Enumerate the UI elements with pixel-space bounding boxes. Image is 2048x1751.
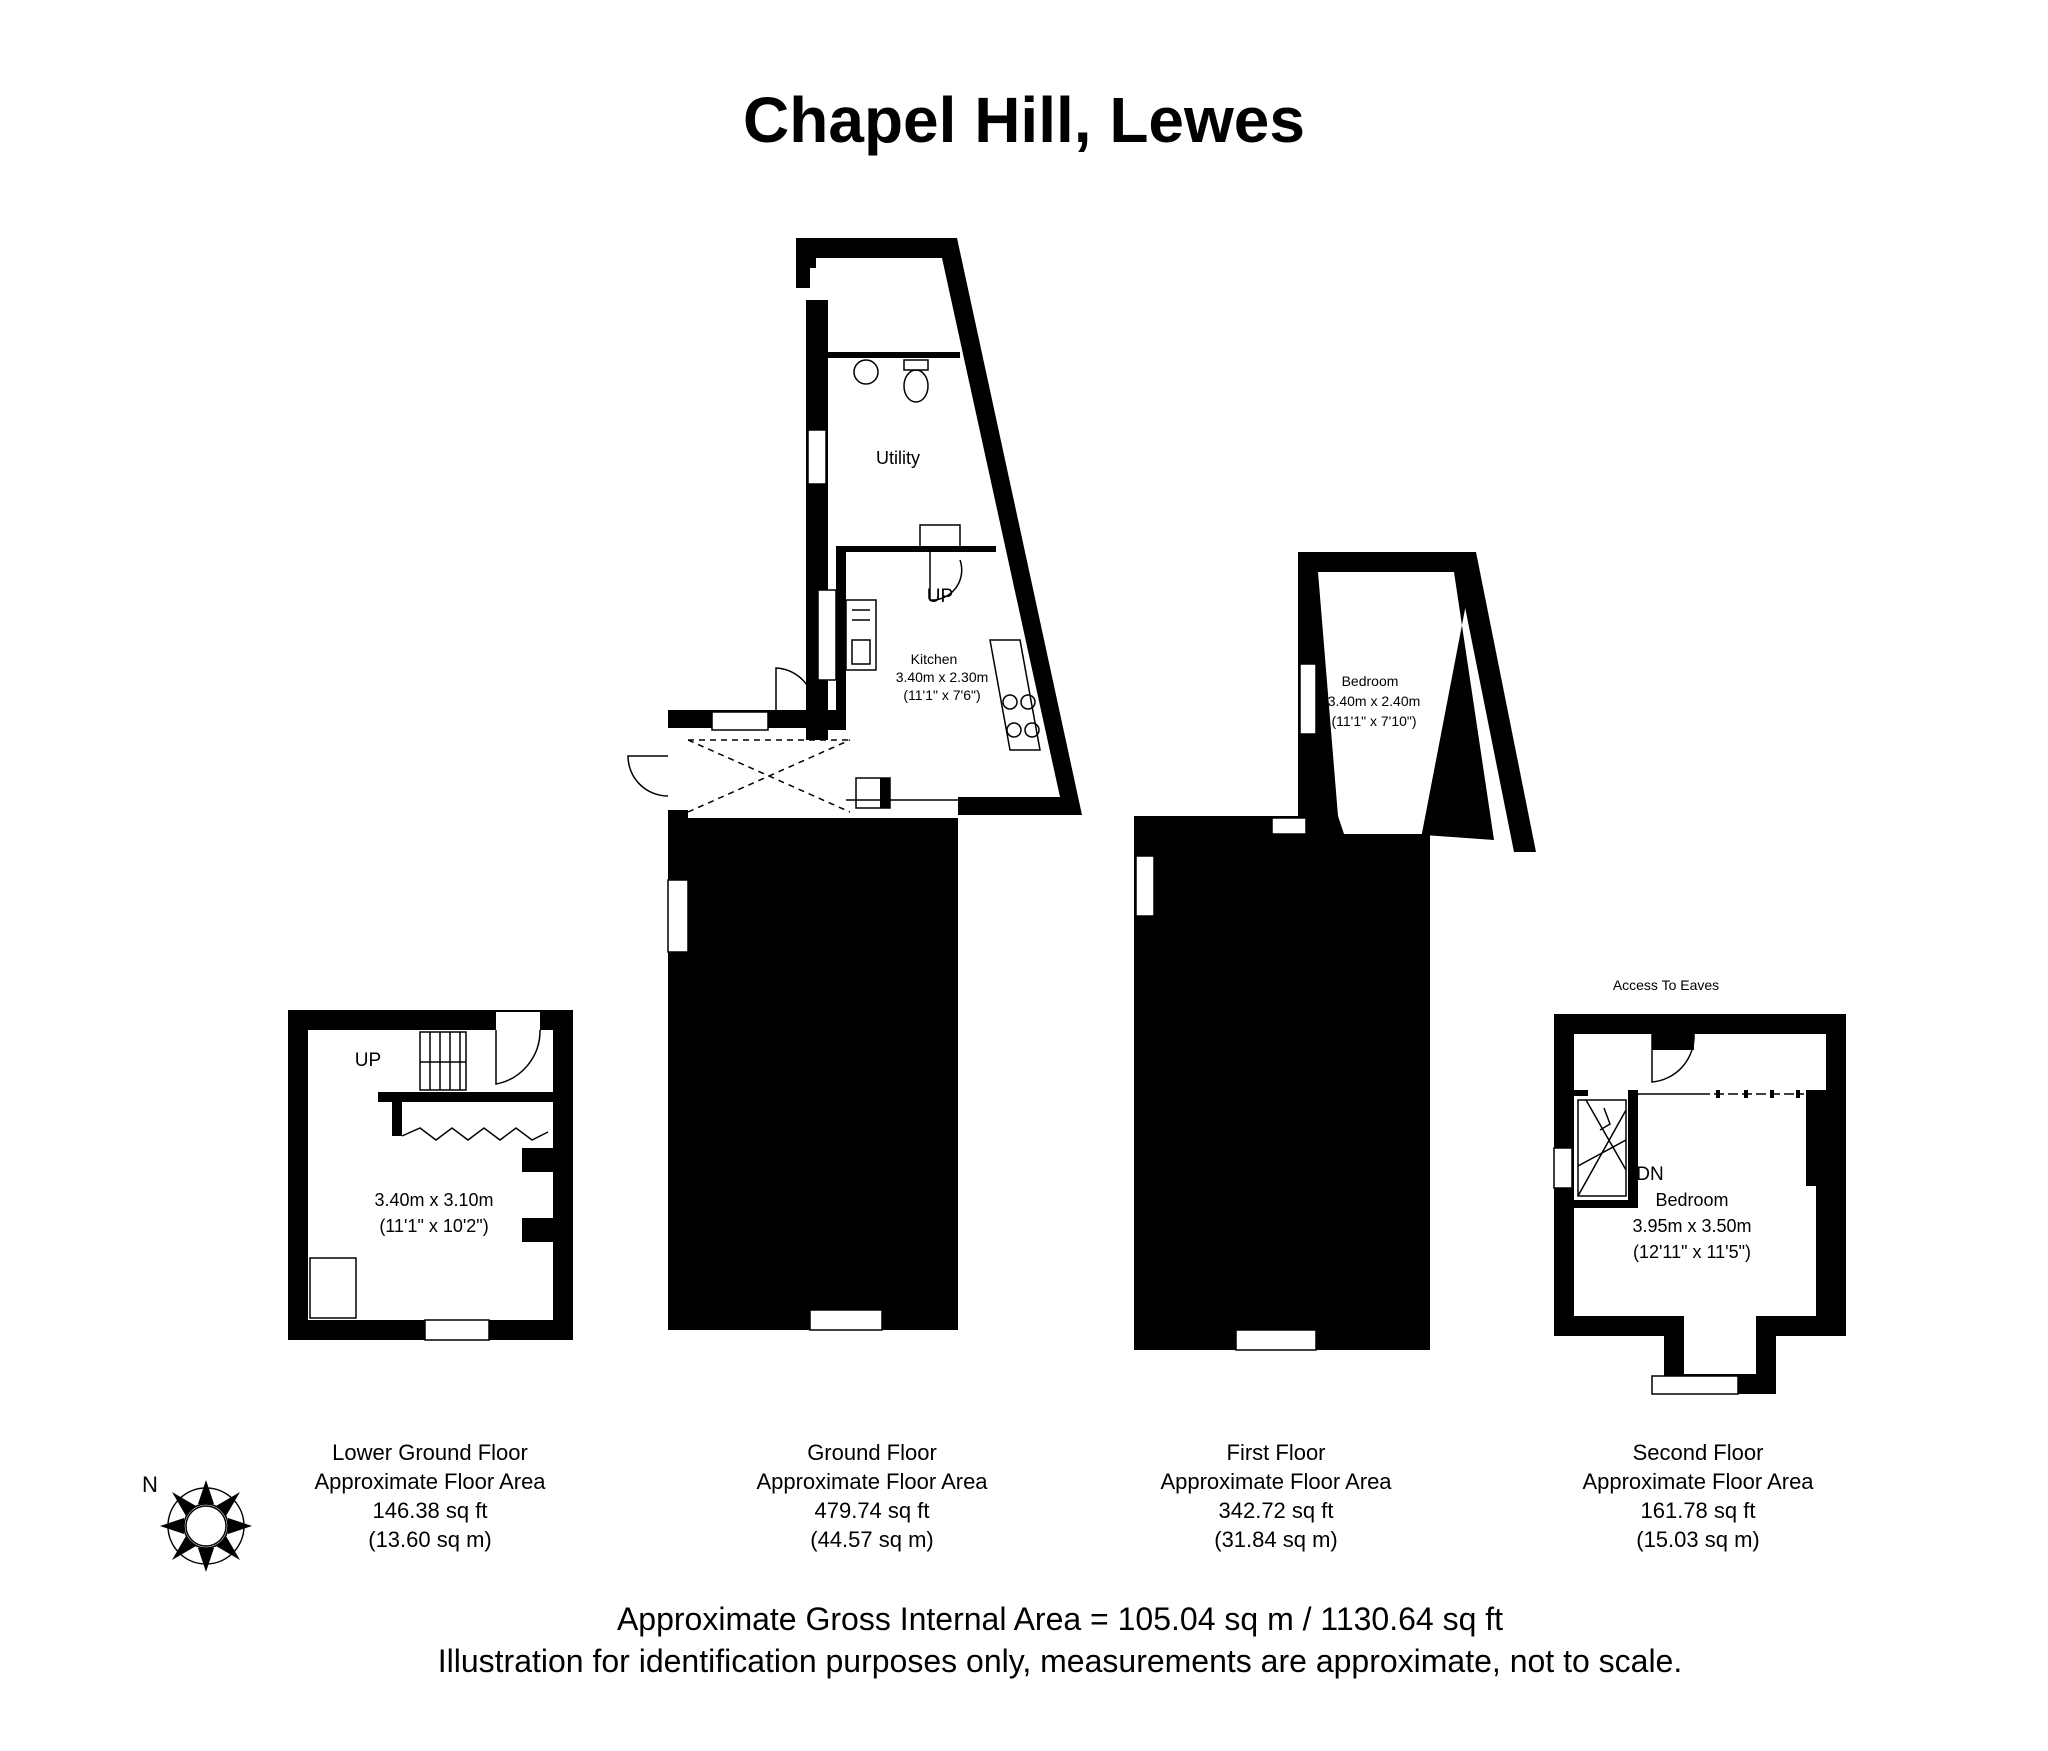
bath-icon <box>1169 919 1289 973</box>
floor-area-sqm: (15.03 sq m) <box>1636 1527 1760 1552</box>
rear-bedroom-metric: 3.40m x 2.40m <box>1328 693 1421 709</box>
first-bedroom-metric: 3.50m x 3.30m <box>1214 1208 1333 1228</box>
floor-area-sqft: 342.72 sq ft <box>1219 1498 1334 1523</box>
living-room-metric: 3.50m x 3.10m <box>748 1204 867 1224</box>
utility-label: Utility <box>876 448 920 468</box>
disclaimer: Illustration for identification purposes… <box>438 1643 1682 1679</box>
floor-area-label: Approximate Floor Area <box>1160 1469 1392 1494</box>
second-bedroom-label: Bedroom <box>1655 1190 1728 1210</box>
dining-room-label: Dining Room <box>756 874 860 894</box>
second-stairs-icon <box>1577 1099 1627 1197</box>
ground-up-mark: UP <box>729 1058 755 1079</box>
first-floor-plan: Bedroom 3.40m x 2.40m (11'1" x 7'10") UP… <box>1134 552 1536 1351</box>
second-down-mark: DN <box>1636 1164 1663 1185</box>
second-bedroom-metric: 3.95m x 3.50m <box>1632 1216 1751 1236</box>
lower-room-imperial: (11'1" x 10'2") <box>379 1216 488 1236</box>
floor-area-label: Approximate Floor Area <box>314 1469 546 1494</box>
lower-stairs-icon <box>419 1031 467 1091</box>
floor-area-sqft: 146.38 sq ft <box>373 1498 488 1523</box>
second-floor-plan: Access To Eaves DN Bedroom 3.95m x 3.50m… <box>1553 977 1846 1395</box>
kitchen-label: Kitchen <box>911 651 958 667</box>
gross-internal-area: Approximate Gross Internal Area = 105.04… <box>617 1601 1503 1637</box>
sink-icon <box>845 599 877 671</box>
second-floor-area: Second Floor Approximate Floor Area 161.… <box>1582 1440 1814 1552</box>
ground-stairs-icon <box>759 1039 879 1097</box>
floor-area-sqm: (31.84 sq m) <box>1214 1527 1338 1552</box>
eaves-label: Access To Eaves <box>1613 977 1719 993</box>
lower-ground-floor-plan: UP 3.40m x 3.10m (11'1" x 10'2") <box>288 1010 573 1341</box>
first-basin-icon <box>1157 889 1183 919</box>
floor-area-label: Approximate Floor Area <box>1582 1469 1814 1494</box>
floor-area-sqm: (13.60 sq m) <box>368 1527 492 1552</box>
first-floor-area: First Floor Approximate Floor Area 342.7… <box>1160 1440 1392 1552</box>
floor-area-sqm: (44.57 sq m) <box>810 1527 934 1552</box>
second-bedroom-imperial: (12'11" x 11'5") <box>1633 1242 1751 1262</box>
page-title: Chapel Hill, Lewes <box>743 84 1305 156</box>
compass-rose-icon <box>160 1480 252 1572</box>
ground-floor-plan: Utility UP Kitchen 3.40m x 2.30m (11'1" … <box>627 238 1082 1331</box>
kitchen-imperial: (11'1" x 7'6") <box>903 687 980 703</box>
dining-room-metric: 4.70m x 3.50m <box>748 900 867 920</box>
floor-name: Lower Ground Floor <box>332 1440 528 1465</box>
basin-icon <box>853 359 879 385</box>
first-down-mark: DN <box>1362 1012 1389 1033</box>
rear-bedroom-imperial: (11'1" x 7'10") <box>1331 713 1416 729</box>
lower-up-mark: UP <box>355 1050 381 1071</box>
ground-floor-area: Ground Floor Approximate Floor Area 479.… <box>756 1440 988 1552</box>
living-room-label: Living Room <box>758 1178 858 1198</box>
floor-name: Ground Floor <box>807 1440 937 1465</box>
toilet-icon <box>903 369 929 403</box>
lower-room-metric: 3.40m x 3.10m <box>374 1190 493 1210</box>
first-bedroom-label: Bedroom <box>1237 1182 1310 1202</box>
hob-icon <box>989 639 1041 751</box>
floor-name: First Floor <box>1227 1440 1326 1465</box>
floor-name: Second Floor <box>1633 1440 1764 1465</box>
floor-area-label: Approximate Floor Area <box>756 1469 988 1494</box>
living-room-imperial: (11'5" x 10'2") <box>753 1230 862 1250</box>
floor-area-sqft: 479.74 sq ft <box>815 1498 930 1523</box>
first-stairs-down-icon <box>1289 1029 1381 1087</box>
kitchen-metric: 3.40m x 2.30m <box>896 669 989 685</box>
first-bedroom-imperial: (11'5" x 10'9") <box>1219 1234 1328 1254</box>
floor-area-sqft: 161.78 sq ft <box>1641 1498 1756 1523</box>
kitchen-up-mark: UP <box>927 586 953 607</box>
first-up-mark: UP <box>1227 996 1253 1017</box>
first-stairs-up-icon <box>1155 989 1222 1086</box>
north-label: N <box>142 1472 158 1497</box>
dining-room-imperial: (15'5" x 11'5") <box>753 926 862 946</box>
ground-down-mark: DN <box>888 1016 915 1037</box>
rear-bedroom-label: Bedroom <box>1342 673 1399 689</box>
lower-ground-floor-area: Lower Ground Floor Approximate Floor Are… <box>314 1440 546 1552</box>
